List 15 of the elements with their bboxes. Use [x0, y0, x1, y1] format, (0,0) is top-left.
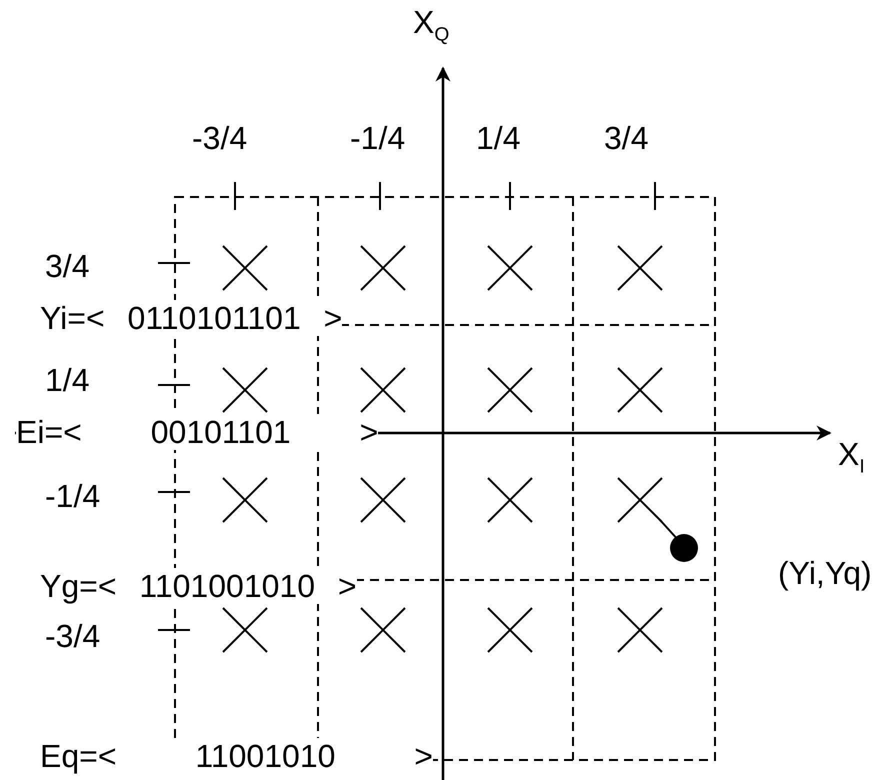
- tick-label: -3/4: [192, 120, 248, 156]
- bit-sequence-label: Eq=< 11001010 >: [40, 738, 433, 774]
- tick-label: 1/4: [476, 120, 520, 156]
- tick-label: 1/4: [45, 362, 90, 398]
- axis-label: X$_{Q}$: [413, 4, 450, 48]
- bit-sequence-label: Yi=< 0110101101 >: [40, 300, 342, 336]
- tick-label: -1/4: [350, 120, 406, 156]
- tick-label: 3/4: [604, 120, 648, 156]
- bit-sequence-label: Ei=< 00101101 >: [16, 414, 378, 450]
- point-label: (Yi,Yq): [778, 555, 872, 591]
- axis-label: X$_{I}$: [838, 436, 865, 480]
- tick-label: -3/4: [45, 618, 100, 654]
- tick-label: 3/4: [45, 248, 90, 284]
- tick-label: -1/4: [45, 478, 100, 514]
- bit-sequence-label: Yg=< 1101001010 >: [40, 568, 357, 604]
